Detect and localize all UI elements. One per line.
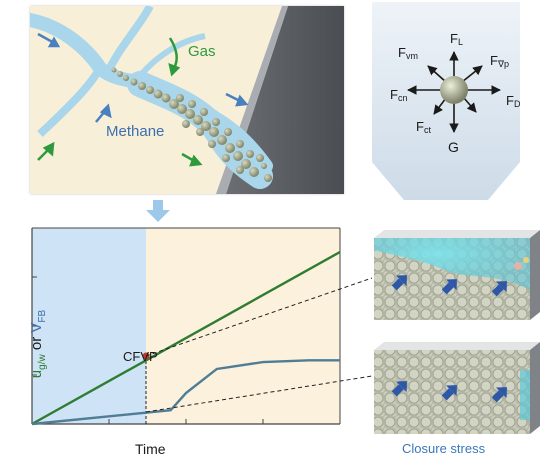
gas-label: Gas [188,43,216,60]
gravity-label: G [448,139,459,155]
force-drag-label: FD [506,93,521,109]
gas-arrows [37,37,203,167]
force-normal-contact-label: Fcn [390,87,408,103]
force-virtual-mass-label: Fvm [398,45,418,61]
proppant-particles [111,67,272,182]
force-diagram-graphic [372,2,520,200]
proppant-blocks-graphic [374,230,540,434]
closure-stress-arrows [391,275,507,403]
region-before-cfvp [32,228,146,424]
closure-stress-label: Closure stress [402,441,486,456]
branch-channel-1 [37,65,104,137]
force-diagram: FL F∇p Fvm Fcn FD Fct G [372,2,520,200]
axis-ticks [32,276,264,424]
region-after-cfvp [146,228,340,424]
force-tangential-contact-label: Fct [416,119,431,135]
x-axis-label: Time [135,441,166,457]
particle-sphere [440,76,468,104]
chart-plot-area [31,227,341,426]
methane-label: Methane [106,123,165,140]
upper-block [374,230,540,320]
cfvp-label: CFVP [123,349,158,364]
y-axis-label: ug/w or VFB [28,309,49,379]
flow-illustration-graphic [30,6,344,194]
force-pressure-gradient-label: F∇p [490,53,509,69]
force-lift-label: FL [450,31,463,47]
methane-arrows [37,32,249,123]
down-arrow-icon [146,200,170,222]
proppant-pack-blocks [360,200,542,460]
eroded-flow-region [374,238,530,290]
branch-channel-2 [104,6,154,74]
velocity-chart: CFVP Time ug/w or VFB [22,226,344,460]
flow-illustration: Gas Methane [30,6,344,194]
